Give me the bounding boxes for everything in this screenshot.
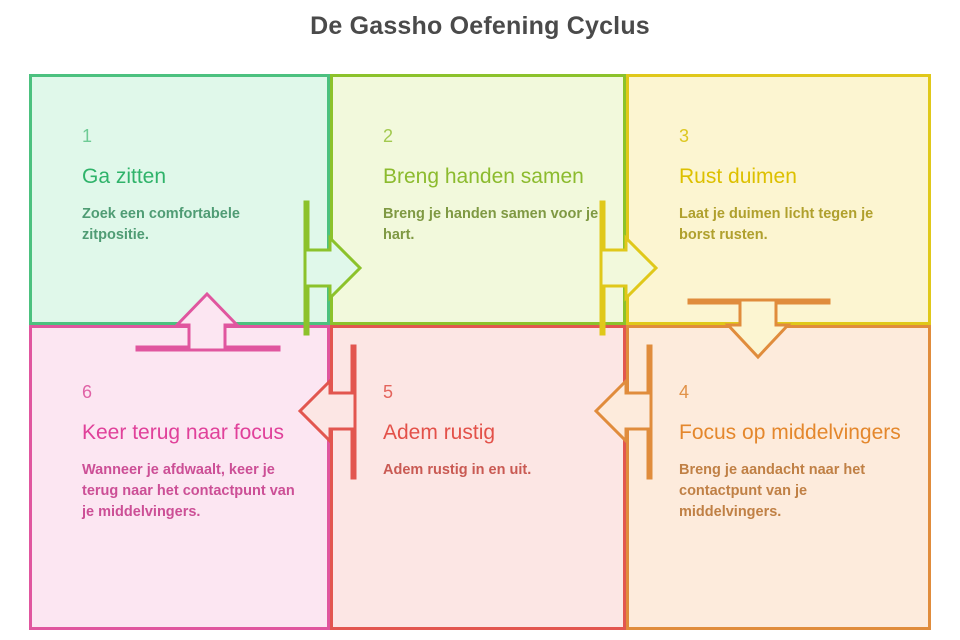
cycle-diagram: 1 Ga zitten Zoek een comfortabele zitpos… [29, 74, 931, 630]
cycle-step-5-title: Adem rustig [383, 421, 496, 444]
cycle-step-4-title: Focus op middelvingers [679, 421, 901, 444]
cycle-step-6-content: 6 Keer terug naar focus Wanneer je afdwa… [82, 381, 303, 523]
cycle-step-1[interactable]: 1 Ga zitten Zoek een comfortabele zitpos… [29, 74, 330, 325]
cycle-step-5-content: 5 Adem rustig Adem rustig in en uit. [383, 381, 599, 481]
cycle-step-2-content: 2 Breng handen samen Breng je handen sam… [383, 125, 599, 246]
cycle-step-2-title: Breng handen samen [383, 165, 584, 188]
cycle-step-2-number: 2 [383, 126, 394, 146]
cycle-step-1-title: Ga zitten [82, 165, 167, 188]
cycle-step-3-content: 3 Rust duimen Laat je duimen licht tegen… [679, 125, 904, 246]
cycle-step-3-title: Rust duimen [679, 165, 797, 188]
cycle-step-3-description: Laat je duimen licht tegen je borst rust… [679, 206, 874, 243]
cycle-step-2-description: Breng je handen samen voor je hart. [383, 206, 599, 243]
cycle-step-1-content: 1 Ga zitten Zoek een comfortabele zitpos… [82, 125, 303, 246]
cycle-step-2[interactable]: 2 Breng handen samen Breng je handen sam… [330, 74, 626, 325]
cycle-step-6-description: Wanneer je afdwaalt, keer je terug naar … [82, 462, 295, 520]
cycle-step-6-title: Keer terug naar focus [82, 421, 284, 444]
cycle-step-4-number: 4 [679, 382, 690, 402]
cycle-step-4-description: Breng je aandacht naar het contactpunt v… [679, 462, 866, 520]
cycle-step-6[interactable]: 6 Keer terug naar focus Wanneer je afdwa… [29, 325, 330, 630]
cycle-step-1-number: 1 [82, 126, 93, 146]
cycle-step-5-description: Adem rustig in en uit. [383, 462, 532, 478]
cycle-step-6-number: 6 [82, 382, 93, 402]
cycle-step-3[interactable]: 3 Rust duimen Laat je duimen licht tegen… [626, 74, 931, 325]
cycle-step-3-number: 3 [679, 126, 690, 146]
cycle-step-1-description: Zoek een comfortabele zitpositie. [82, 206, 240, 243]
cycle-step-4[interactable]: 4 Focus op middelvingers Breng je aandac… [626, 325, 931, 630]
cycle-step-5-number: 5 [383, 382, 394, 402]
page-title: De Gassho Oefening Cyclus [310, 12, 650, 40]
cycle-step-5[interactable]: 5 Adem rustig Adem rustig in en uit. [330, 325, 626, 630]
cycle-step-4-content: 4 Focus op middelvingers Breng je aandac… [679, 381, 904, 523]
